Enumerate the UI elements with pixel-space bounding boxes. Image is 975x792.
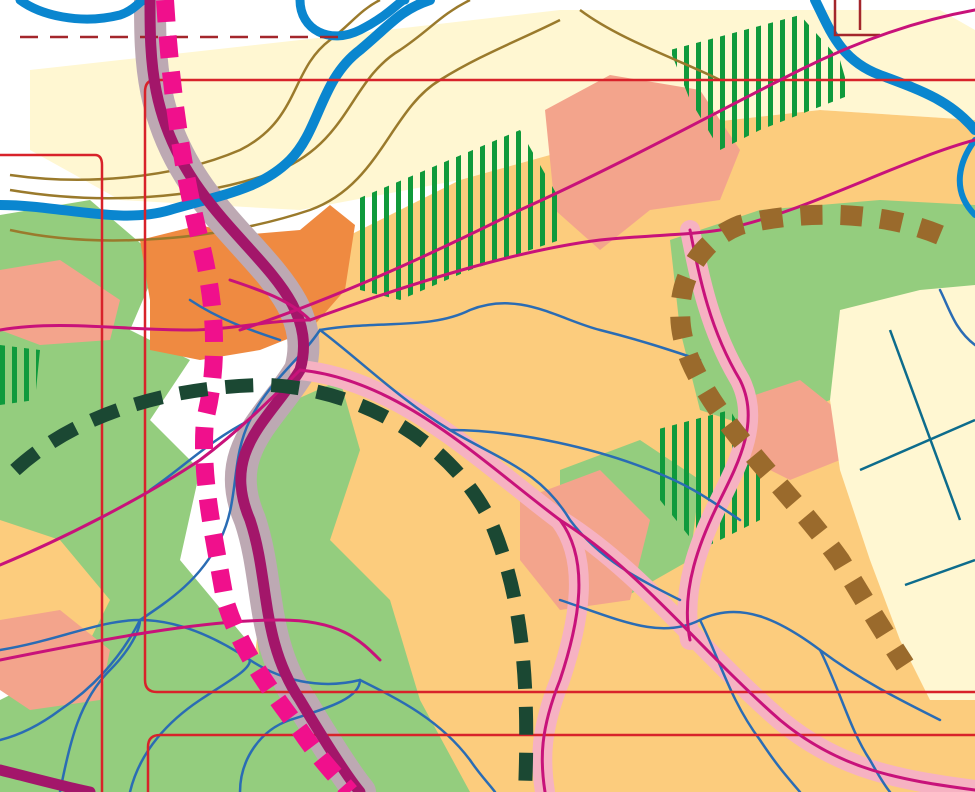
district-line: [833, 0, 880, 37]
road-west[interactable]: [0, 318, 312, 332]
urban-zone-west: [0, 260, 120, 345]
stream: [128, 658, 252, 792]
stream: [0, 618, 142, 742]
main-river[interactable]: [0, 0, 435, 221]
stream: [938, 288, 975, 347]
stream: [448, 428, 742, 522]
stream: [558, 598, 942, 722]
ring-road-dark[interactable]: [10, 377, 534, 792]
boundary-line: [0, 153, 104, 792]
road-southwest[interactable]: [0, 618, 382, 662]
forest-hatching-layer: [0, 15, 850, 550]
urban-zone-east: [740, 380, 850, 480]
road-north-south[interactable]: [685, 228, 750, 642]
contour-line: [9, 0, 381, 181]
river-east-branch[interactable]: [956, 137, 975, 218]
stream: [818, 648, 892, 792]
planned-routes-layer: [10, 0, 944, 792]
urban-zone-northeast: [545, 75, 740, 250]
grid-line: [904, 558, 975, 587]
stream: [188, 298, 282, 342]
contour-lines-layer: [9, 0, 721, 242]
road-central[interactable]: [228, 278, 312, 322]
forest-hatch-northeast: [670, 15, 850, 150]
grid-lines-layer: [859, 329, 975, 587]
stream: [318, 302, 702, 362]
stream: [238, 678, 362, 792]
rivers-layer: [0, 0, 975, 221]
highway-southwest[interactable]: [0, 764, 96, 792]
stream: [358, 678, 497, 792]
stream: [148, 418, 252, 492]
forest-hatch-north: [355, 130, 560, 300]
river-north-arc[interactable]: [295, 0, 410, 41]
river-northwest[interactable]: [15, 0, 150, 24]
grid-line: [859, 418, 975, 472]
river-east[interactable]: [810, 0, 975, 135]
road-east[interactable]: [308, 138, 975, 322]
urban-zone-southwest: [0, 610, 110, 710]
road-south[interactable]: [540, 518, 581, 792]
forest-hatch-west: [0, 345, 40, 405]
road-southeast[interactable]: [298, 368, 975, 792]
ring-road-brown[interactable]: [670, 204, 944, 671]
grid-line: [888, 329, 962, 521]
road-west-lower[interactable]: [0, 368, 302, 567]
contour-line: [9, 0, 471, 200]
contour-line: [9, 18, 561, 242]
contour-line: [579, 8, 721, 82]
stream: [138, 328, 322, 622]
stream: [0, 618, 362, 686]
road-ne[interactable]: [238, 8, 975, 332]
pale-zone-east: [830, 285, 975, 700]
boundary-line: [146, 733, 975, 792]
